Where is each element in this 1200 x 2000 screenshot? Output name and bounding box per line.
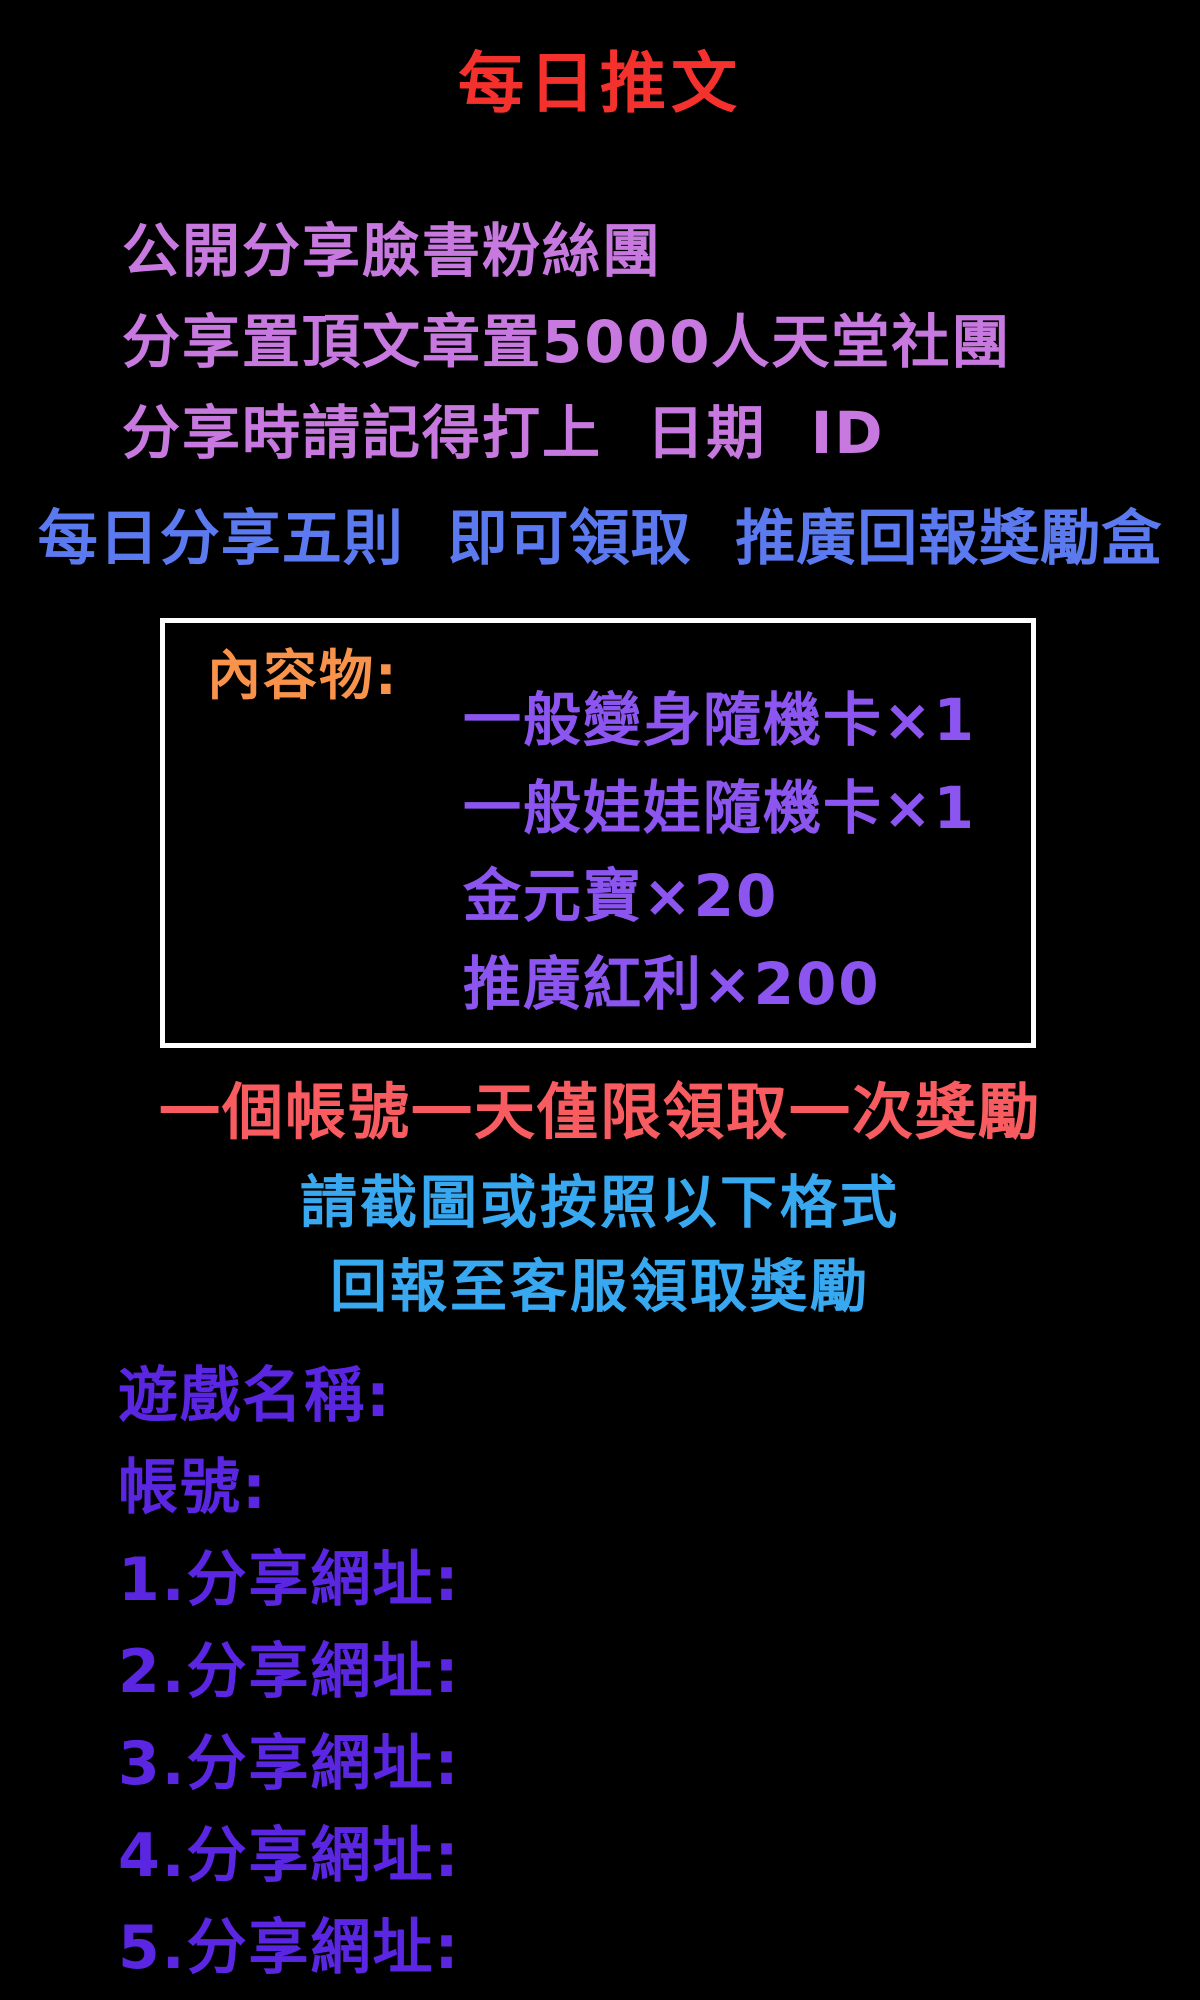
instruction-line-1: 請截圖或按照以下格式 [300,1170,900,1236]
intro-line-2: 分享置頂文章置5000人天堂社團 [122,308,1012,376]
instruction-line-2: 回報至客服領取獎勵 [330,1254,870,1320]
reward-item-1: 一般變身隨機卡×1 [463,686,976,754]
intro-paragraph: 公開分享臉書粉絲團 分享置頂文章置5000人天堂社團 分享時請記得打上 日期 I… [122,206,1011,479]
form-field-share-url-2: 2.分享網址: [118,1637,461,1707]
reward-item-2: 一般娃娃隨機卡×1 [463,774,976,842]
form-field-share-url-1: 1.分享網址: [118,1545,461,1615]
reward-contents-box: 內容物: 一般變身隨機卡×1 一般娃娃隨機卡×1 金元寶×20 推廣紅利×200 [160,618,1036,1048]
intro-line-3: 分享時請記得打上 日期 ID [122,399,885,467]
contents-label: 內容物: [207,644,399,707]
reward-item-4: 推廣紅利×200 [463,950,881,1018]
intro-line-1: 公開分享臉書粉絲團 [122,217,663,285]
form-field-game-name: 遊戲名稱: [118,1361,392,1431]
form-field-share-url-5: 5.分享網址: [118,1913,461,1983]
reward-item-list: 一般變身隨機卡×1 一般娃娃隨機卡×1 金元寶×20 推廣紅利×200 [463,676,976,1028]
reward-item-3: 金元寶×20 [463,862,779,930]
reward-banner: 每日分享五則 即可領取 推廣回報獎勵盒 [37,504,1163,574]
report-form-template: 遊戲名稱: 帳號: 1.分享網址: 2.分享網址: 3.分享網址: 4.分享網址… [118,1350,461,1994]
form-field-share-url-3: 3.分享網址: [118,1729,461,1799]
page-title: 每日推文 [458,45,742,122]
form-field-share-url-4: 4.分享網址: [118,1821,461,1891]
form-field-account: 帳號: [118,1453,268,1523]
limit-notice: 一個帳號一天僅限領取一次獎勵 [158,1077,1041,1148]
